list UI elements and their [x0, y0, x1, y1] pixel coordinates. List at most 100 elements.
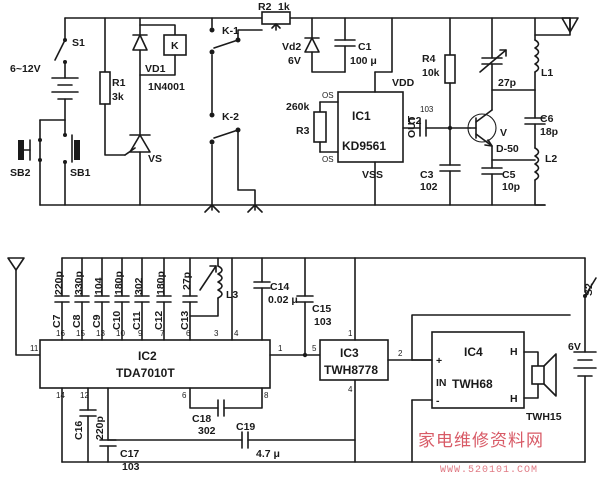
label-vs: VS	[148, 153, 162, 165]
label-battery: 6~12V	[10, 63, 41, 75]
pushbutton-sb2	[18, 119, 42, 206]
label-l2: L2	[545, 153, 557, 165]
label-c7-value: 220p	[53, 271, 65, 295]
label-c8-value: 330p	[73, 271, 85, 295]
ic3-twh8778	[319, 339, 389, 381]
label-r4-name: R4	[422, 53, 436, 65]
label-pin-c9: 13	[96, 329, 105, 338]
label-c1-name: C1	[358, 41, 372, 53]
label-supply: 6V	[568, 341, 581, 353]
label-c18-name: C18	[192, 413, 211, 425]
label-sb1: SB1	[70, 167, 91, 179]
label-ic4-plus: +	[436, 355, 442, 367]
label-v-name: V	[500, 127, 507, 139]
label-pin-c7: 16	[56, 329, 65, 338]
label-c8-name: C8	[71, 314, 83, 328]
ic4-twh68	[431, 331, 525, 409]
label-c17-value: 103	[122, 461, 140, 473]
label-pin-c8: 15	[76, 329, 85, 338]
label-c15-name: C15	[312, 303, 331, 315]
label-c2-name: C2	[408, 115, 422, 127]
label-c1-value: 100 μ	[350, 55, 377, 67]
label-ic2-pin4: 4	[234, 329, 239, 338]
label-c11-value: 302	[133, 277, 145, 295]
label-c10-name: C10	[111, 311, 123, 330]
label-r2-name: R2	[258, 1, 272, 13]
bottom-circuit: IC2 TDA7010T	[7, 257, 597, 473]
resistor-r3	[313, 111, 327, 143]
label-ic3-pin4: 4	[348, 385, 353, 394]
label-pin-c13: 6	[186, 329, 191, 338]
inductor-l1	[534, 39, 540, 73]
label-c7-name: C7	[51, 314, 63, 328]
label-ic1-part: KD9561	[342, 139, 386, 153]
diode-vd1	[132, 34, 148, 51]
ic1-kd9561	[337, 91, 404, 163]
label-c6-name: C6	[540, 113, 554, 125]
inductor-l2	[534, 147, 540, 181]
battery	[51, 77, 79, 100]
label-ic4-part: TWH68	[452, 377, 493, 391]
label-ic2-name: IC2	[138, 349, 157, 363]
label-ic2-pin14: 14	[56, 391, 65, 400]
label-c9-name: C9	[91, 314, 103, 328]
label-vd1-name: VD1	[145, 63, 166, 75]
label-r1-value: 3k	[112, 91, 124, 103]
label-sb2: SB2	[10, 167, 31, 179]
label-ic3-pin2: 2	[398, 349, 403, 358]
capacitor-c14	[253, 281, 271, 289]
antenna-top	[534, 17, 579, 36]
label-c17-name: C17	[120, 448, 139, 460]
label-ic4-h2: H	[510, 393, 518, 405]
battery-6v	[573, 351, 597, 377]
label-c18-value: 302	[198, 425, 216, 437]
label-l1: L1	[541, 67, 553, 79]
zener-vd2	[304, 37, 320, 53]
label-vd1-value: 1N4001	[148, 81, 185, 93]
label-os-top: OS	[322, 91, 334, 100]
relay-contact-k2	[209, 112, 241, 145]
watermark-url: WWW.520101.COM	[440, 465, 538, 476]
label-c19-value: 4.7 μ	[256, 448, 280, 460]
watermark-text: 家电维修资料网	[418, 431, 544, 451]
label-ic2-pin8: 8	[264, 391, 269, 400]
switch-s1	[54, 38, 67, 64]
label-ic3-pin5: 5	[312, 344, 317, 353]
thyristor-vs	[124, 134, 151, 156]
label-c13-name: C13	[179, 311, 191, 330]
label-c5-name: C5	[502, 169, 516, 181]
label-c15-value: 103	[314, 316, 332, 328]
ic2-tda7010t	[39, 339, 271, 389]
label-c19-name: C19	[236, 421, 255, 433]
watermark: 家电维修资料网 WWW.520101.COM	[418, 431, 544, 476]
potentiometer-r2	[261, 11, 291, 25]
label-s2: S2	[583, 283, 595, 296]
label-ic2-pin11: 11	[30, 344, 39, 353]
label-c12-value: 180p	[155, 271, 167, 295]
label-r1-name: R1	[112, 77, 126, 89]
capacitor-c5	[481, 167, 503, 175]
label-vd2-value: 6V	[288, 55, 301, 67]
capacitor-c19	[241, 431, 249, 449]
label-k2: K-2	[222, 111, 239, 123]
label-ic4-minus: -	[436, 395, 440, 407]
pushbutton-sb1	[63, 119, 80, 206]
label-c9-value: 104	[93, 277, 105, 295]
label-ic2-pin1: 1	[278, 344, 283, 353]
capacitor-c3	[439, 164, 461, 172]
label-ic3-name: IC3	[340, 346, 359, 360]
label-os-bottom: OS	[322, 155, 334, 164]
capacitor-c16	[79, 409, 97, 417]
resistor-r1	[99, 71, 111, 105]
label-out: OUT	[406, 115, 418, 138]
resistor-r4	[444, 54, 456, 84]
label-relay-k: K	[171, 40, 179, 52]
label-speaker: TWH15	[526, 411, 562, 423]
label-c13-value: 27p	[181, 272, 193, 290]
capacitor-c18	[217, 399, 225, 417]
label-c16-value: 220p	[94, 416, 106, 440]
label-vdd: VDD	[392, 77, 415, 89]
label-pin-c11: 9	[138, 329, 143, 338]
label-k1: K-1	[222, 25, 239, 37]
